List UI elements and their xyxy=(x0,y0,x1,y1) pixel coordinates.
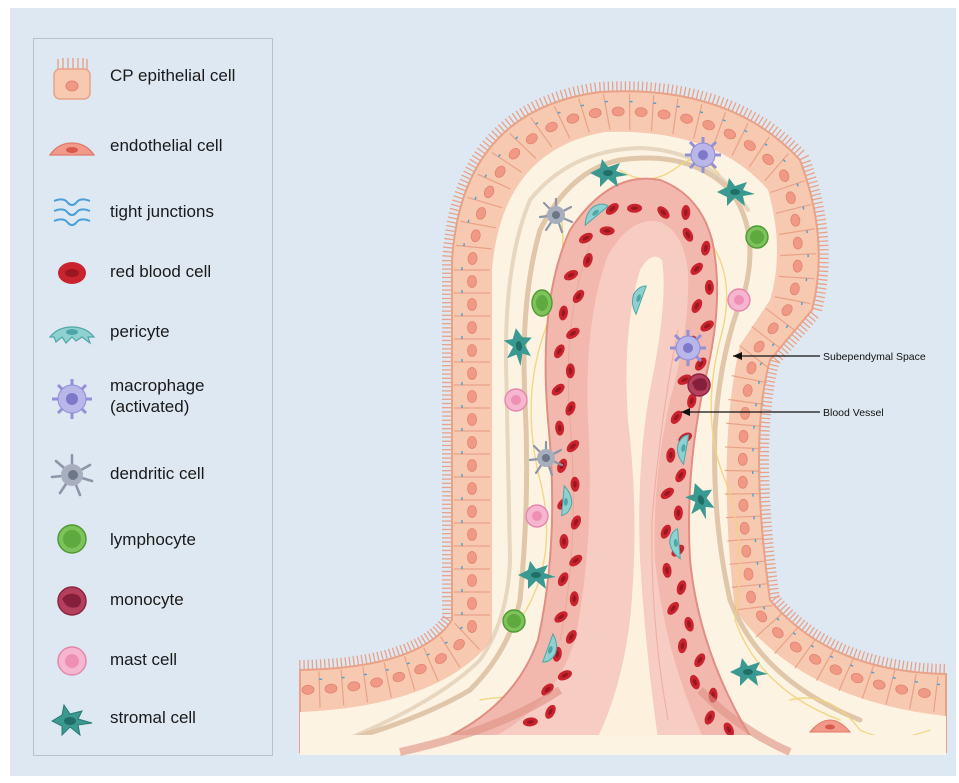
mast-cell-icon xyxy=(728,289,750,311)
monocyte-icon xyxy=(688,374,710,396)
macrophage-icon xyxy=(670,330,706,366)
lymphocyte-icon xyxy=(746,226,768,248)
lymphocyte-icon xyxy=(503,610,525,632)
macrophage-icon xyxy=(685,137,721,173)
lymphocyte-icon xyxy=(532,290,552,316)
label-blood-vessel: Blood Vessel xyxy=(823,407,884,419)
base-band xyxy=(300,735,946,755)
label-subependymal-space: Subependymal Space xyxy=(823,351,926,363)
mast-cell-icon xyxy=(505,389,527,411)
mast-cell-icon xyxy=(526,505,548,527)
